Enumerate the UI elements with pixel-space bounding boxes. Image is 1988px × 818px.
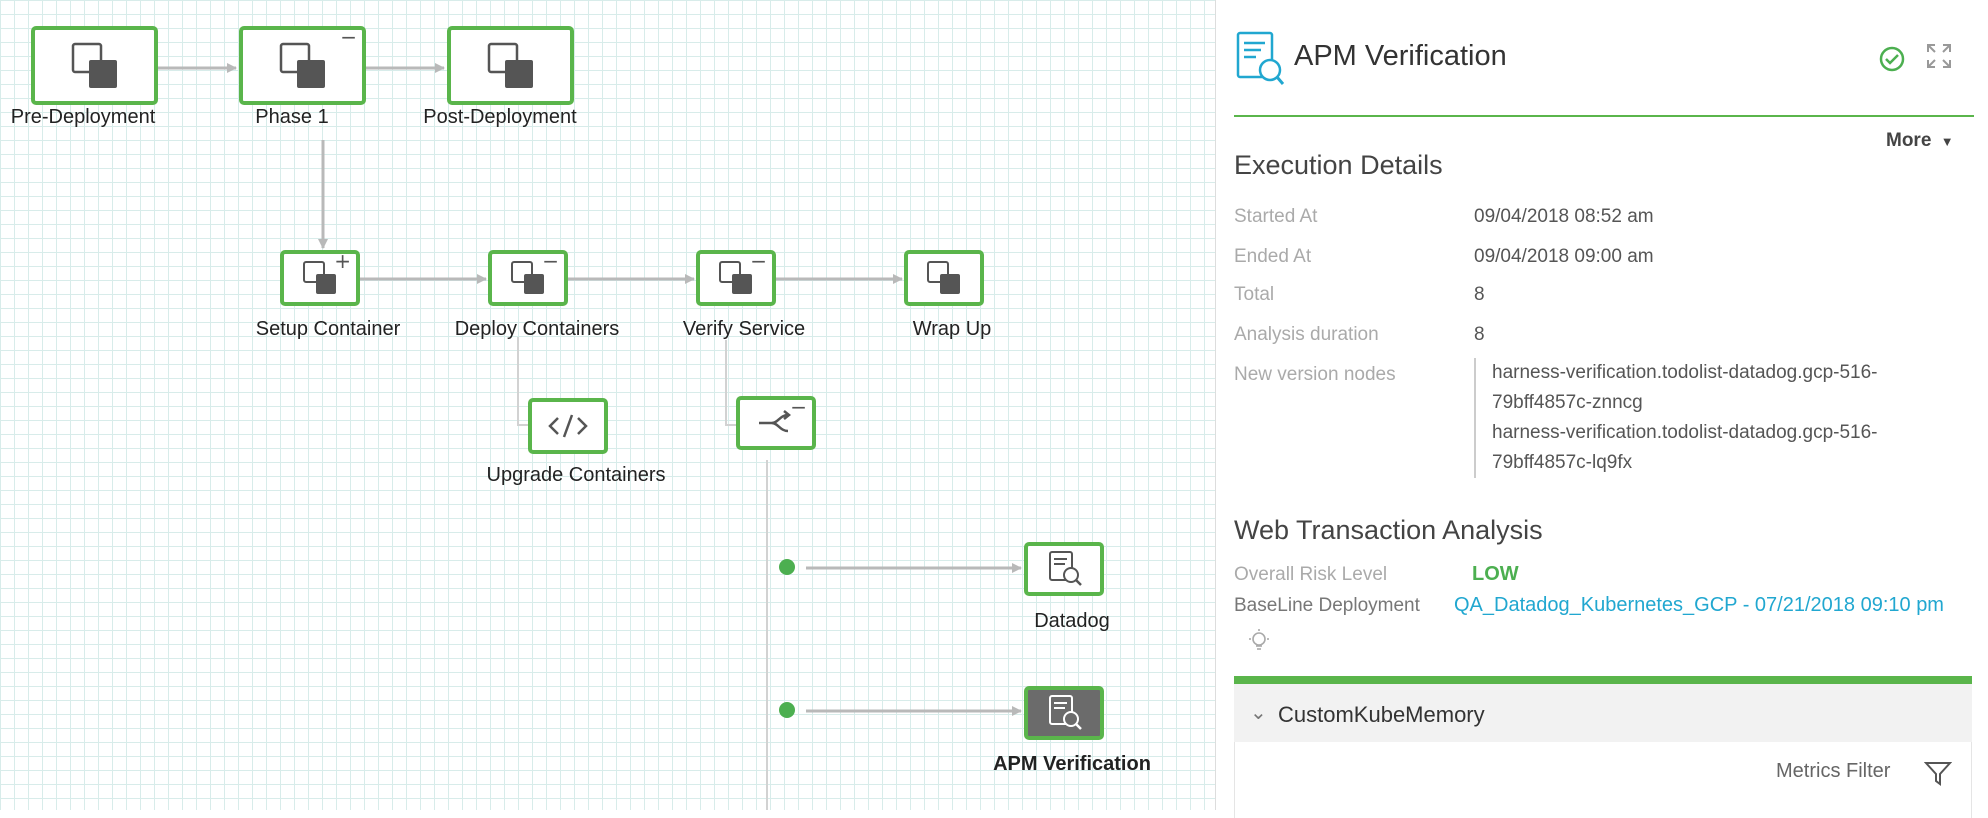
node-label-datadog: Datadog bbox=[1034, 610, 1110, 632]
analysis-duration-value: 8 bbox=[1474, 324, 1485, 345]
header-divider bbox=[1234, 115, 1974, 117]
collapse-toggle[interactable]: − bbox=[790, 395, 807, 419]
total-label: Total bbox=[1234, 284, 1275, 305]
branch-status-dot bbox=[779, 702, 795, 718]
node-verify-service[interactable]: − bbox=[696, 250, 776, 306]
phase-icon bbox=[71, 42, 117, 88]
node-label-upgrade-containers: Upgrade Containers bbox=[486, 464, 666, 486]
node-label-post-deployment: Post-Deployment bbox=[423, 106, 577, 128]
risk-level-label: Overall Risk Level bbox=[1234, 564, 1388, 585]
node-label-deploy-containers: Deploy Containers bbox=[454, 318, 620, 340]
baseline-deployment-label: BaseLine Deployment bbox=[1234, 595, 1420, 616]
lightbulb-icon[interactable] bbox=[1246, 628, 1272, 656]
ended-at-value: 09/04/2018 09:00 am bbox=[1474, 246, 1654, 267]
panel-title: APM Verification bbox=[1294, 40, 1507, 72]
list-item: harness-verification.todolist-datadog.gc… bbox=[1492, 422, 1878, 473]
fork-icon bbox=[759, 410, 792, 433]
node-post-deployment[interactable] bbox=[447, 26, 574, 105]
list-item: harness-verification.todolist-datadog.gc… bbox=[1492, 362, 1878, 413]
node-label-apm-verification: APM Verification bbox=[993, 753, 1151, 775]
node-label-pre-deployment: Pre-Deployment bbox=[10, 106, 156, 128]
node-upgrade-containers[interactable] bbox=[528, 398, 608, 454]
risk-level-value: LOW bbox=[1472, 563, 1519, 585]
collapse-toggle[interactable]: − bbox=[542, 249, 559, 273]
new-version-nodes-list: harness-verification.todolist-datadog.gc… bbox=[1474, 358, 1932, 478]
node-label-verify-service: Verify Service bbox=[682, 318, 806, 340]
metrics-filter-label[interactable]: Metrics Filter bbox=[1776, 760, 1891, 782]
started-at-value: 09/04/2018 08:52 am bbox=[1474, 206, 1654, 227]
collapse-toggle[interactable]: − bbox=[750, 249, 767, 273]
metric-header[interactable]: ⌄ CustomKubeMemory bbox=[1234, 684, 1972, 743]
total-value: 8 bbox=[1474, 284, 1485, 305]
verification-icon bbox=[1049, 551, 1082, 586]
node-apm-verification[interactable] bbox=[1024, 686, 1104, 740]
node-datadog[interactable] bbox=[1024, 542, 1104, 596]
node-phase-1[interactable]: − bbox=[239, 26, 366, 105]
expand-icon[interactable] bbox=[1926, 43, 1952, 69]
connector-verify-to-fork bbox=[725, 340, 736, 426]
node-pre-deployment[interactable] bbox=[31, 26, 158, 105]
started-at-label: Started At bbox=[1234, 206, 1318, 227]
check-circle-icon bbox=[1879, 46, 1905, 72]
workflow-connectors bbox=[158, 63, 1022, 810]
chevron-down-icon[interactable]: ⌄ bbox=[1250, 700, 1267, 724]
step-group-icon bbox=[927, 261, 960, 294]
node-label-setup-container: Setup Container bbox=[255, 318, 401, 340]
execution-details-heading: Execution Details bbox=[1234, 150, 1443, 180]
ended-at-label: Ended At bbox=[1234, 246, 1312, 267]
metric-name: CustomKubeMemory bbox=[1278, 702, 1485, 727]
node-deploy-containers[interactable]: − bbox=[488, 250, 568, 306]
step-group-icon bbox=[719, 261, 752, 294]
verification-icon bbox=[1049, 695, 1082, 730]
code-icon bbox=[548, 414, 588, 438]
collapse-toggle[interactable]: − bbox=[340, 25, 357, 49]
node-label-wrap-up: Wrap Up bbox=[912, 318, 992, 340]
step-group-icon bbox=[511, 261, 544, 294]
new-version-nodes-label: New version nodes bbox=[1234, 364, 1396, 385]
node-fork[interactable]: − bbox=[736, 396, 816, 450]
phase-icon bbox=[487, 42, 533, 88]
metric-card: ⌄ CustomKubeMemory Metrics Filter bbox=[1234, 676, 1972, 818]
more-label: More bbox=[1886, 130, 1932, 151]
baseline-deployment-link[interactable]: QA_Datadog_Kubernetes_GCP - 07/21/2018 0… bbox=[1454, 594, 1944, 616]
connector-deploy-to-upgrade bbox=[517, 337, 528, 426]
node-wrap-up[interactable] bbox=[904, 250, 984, 306]
analysis-duration-label: Analysis duration bbox=[1234, 324, 1379, 345]
node-setup-container[interactable]: + bbox=[280, 250, 360, 306]
node-label-phase-1: Phase 1 bbox=[255, 106, 329, 128]
expand-toggle[interactable]: + bbox=[334, 249, 351, 273]
workflow-canvas[interactable]: Pre-Deployment − Phase 1 Post-Deployment… bbox=[0, 0, 1215, 810]
phase-icon bbox=[279, 42, 325, 88]
web-transaction-heading: Web Transaction Analysis bbox=[1234, 515, 1543, 545]
step-group-icon bbox=[303, 261, 336, 294]
caret-down-icon: ▼ bbox=[1940, 134, 1954, 149]
more-dropdown[interactable]: More ▼ bbox=[1886, 130, 1954, 152]
funnel-icon[interactable] bbox=[1924, 760, 1952, 788]
details-panel: APM Verification More ▼ Execution Detail… bbox=[1215, 0, 1988, 818]
branch-status-dot bbox=[779, 559, 795, 575]
metric-body: Metrics Filter bbox=[1234, 742, 1972, 818]
apm-verification-icon bbox=[1236, 31, 1285, 85]
